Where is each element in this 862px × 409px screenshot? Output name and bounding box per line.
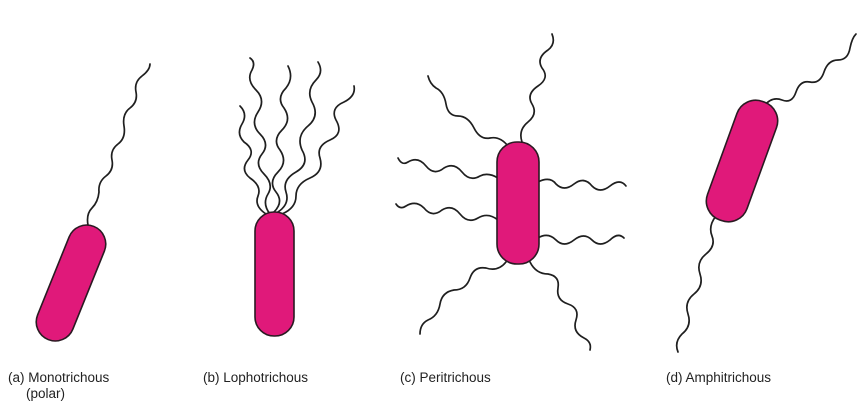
monotrichous-cell	[31, 219, 112, 346]
peritrichous-cell	[497, 142, 539, 264]
lophotrichous-group	[239, 58, 354, 336]
peritrichous-flagellum-bottom-right	[530, 262, 590, 350]
monotrichous-group	[31, 64, 150, 347]
amphitrichous-flagellum-bottom	[677, 216, 716, 352]
label-monotrichous: (a) Monotrichous	[8, 370, 109, 386]
peritrichous-group	[396, 34, 626, 350]
lophotrichous-flagellum-3	[278, 62, 321, 212]
lophotrichous-flagellum-4	[282, 86, 354, 214]
lophotrichous-flagellum-2	[272, 66, 290, 212]
peritrichous-flagellum-top-left	[428, 76, 508, 146]
amphitrichous-flagellum-top	[764, 34, 856, 106]
label-lophotrichous: (b) Lophotrichous	[203, 370, 308, 386]
peritrichous-flagellum-left-upper	[398, 158, 498, 178]
label-monotrichous-sub: (polar)	[26, 386, 65, 402]
peritrichous-flagellum-top-right	[521, 34, 553, 142]
label-amphitrichous: (d) Amphitrichous	[666, 370, 771, 386]
lophotrichous-cell	[255, 212, 294, 336]
label-peritrichous: (c) Peritrichous	[400, 370, 491, 386]
peritrichous-flagellum-left-lower	[396, 203, 498, 220]
peritrichous-flagellum-bottom-left	[420, 262, 506, 334]
monotrichous-flagellum	[88, 64, 151, 225]
lophotrichous-flagellum-5	[239, 106, 266, 214]
peritrichous-flagellum-right-lower	[538, 235, 624, 244]
peritrichous-flagellum-right-upper	[538, 179, 626, 190]
amphitrichous-group	[677, 34, 856, 352]
amphitrichous-cell	[701, 95, 784, 228]
lophotrichous-flagellum-1	[250, 58, 271, 214]
